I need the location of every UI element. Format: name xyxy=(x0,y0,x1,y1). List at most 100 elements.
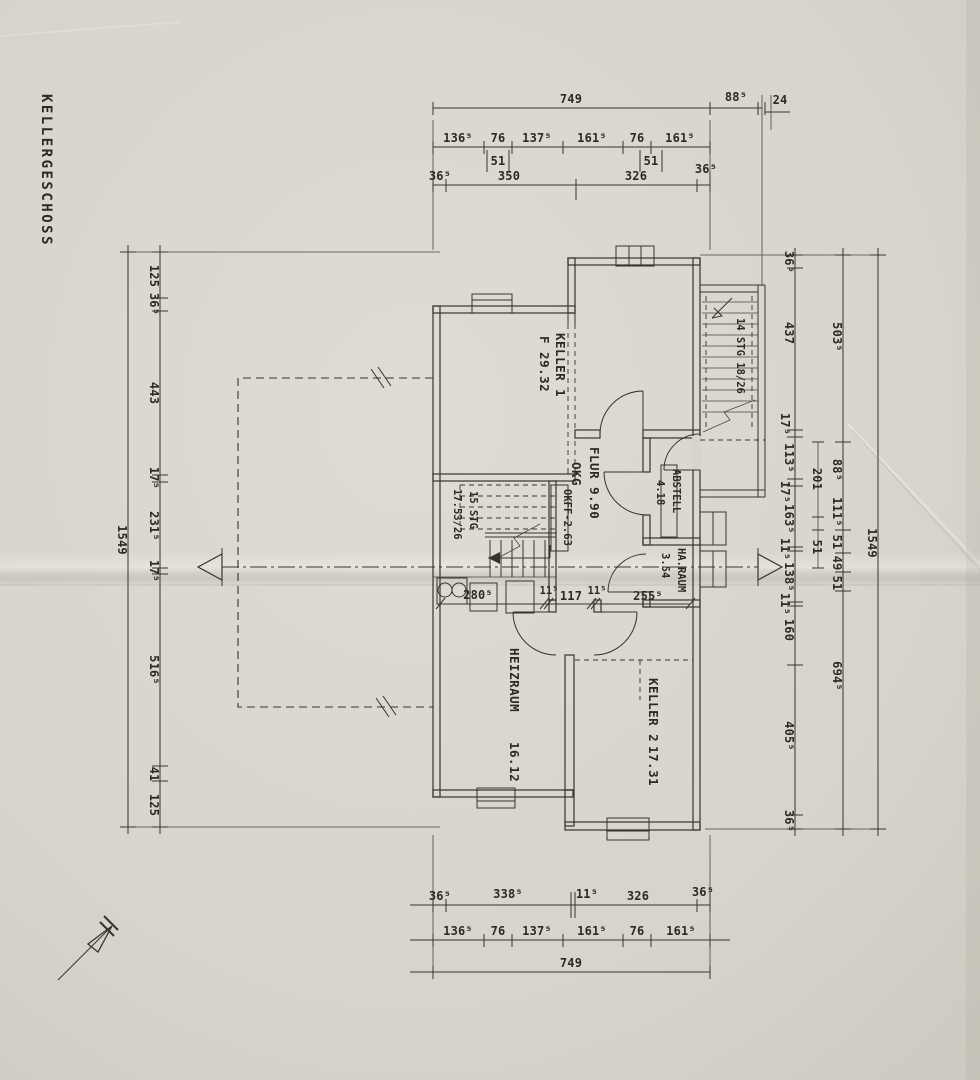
dim-label: 17⁵ xyxy=(147,467,161,489)
dim-label: 437 xyxy=(782,322,796,344)
dim-label: 17⁵ xyxy=(778,413,792,435)
dim-chain-bottom: 36⁵ 338⁵ 11⁵ 326 36⁵ 136⁵ 76 137⁵ 161⁵ 7… xyxy=(410,835,730,979)
room-labels: KELLER 1 F 29.32 FLUR 9.90 OKG OKFF-2.63… xyxy=(451,318,746,786)
exterior-stair-label: 14 STG 18/26 xyxy=(734,318,746,394)
abstell-box xyxy=(660,464,678,538)
dim-label: 137⁵ xyxy=(522,924,552,938)
boiler-1 xyxy=(469,582,498,612)
dim-label: 326 xyxy=(625,169,647,183)
dim-chain-left: 125 36⁵ 443 17⁵ 231⁵ 17⁵ 516⁵ 41 125 154… xyxy=(115,245,440,834)
dim-label: 11⁵ xyxy=(778,538,792,560)
dim-label: 36⁵ xyxy=(782,251,796,273)
room-label-flur: FLUR 9.90 xyxy=(587,447,602,519)
dim-label: 113⁵ xyxy=(782,443,796,473)
dim-label: 76 xyxy=(630,131,645,145)
dim-label: 161⁵ xyxy=(577,924,607,938)
dim-label: 111⁵ xyxy=(830,497,844,527)
doors xyxy=(512,390,701,656)
dim-label: 161⁵ xyxy=(666,924,696,938)
dim-label: 163⁵ xyxy=(782,504,796,534)
neighbor-house-dashed-outline xyxy=(237,366,433,718)
room-label-heizraum: HEIZRAUM xyxy=(507,648,522,712)
drawing-title: KELLERGESCHOSS xyxy=(38,94,54,247)
dim-label: 36⁵ xyxy=(782,810,796,832)
dim-label: 51 xyxy=(830,535,844,550)
room-area-keller1: F 29.32 xyxy=(537,336,552,392)
dim-label: 125 xyxy=(147,794,161,816)
room-area-abstell: 4.18 xyxy=(654,480,666,505)
exterior-stair xyxy=(700,284,766,498)
door-exterior-stair xyxy=(663,433,701,471)
dim-label: 161⁵ xyxy=(577,131,607,145)
dim-label: 11⁵ xyxy=(576,887,598,901)
dim-label: 51 xyxy=(644,154,659,168)
dim-label: 125 xyxy=(147,265,161,287)
window-top-left xyxy=(471,293,513,314)
stair-label-line2: 17.53/26 xyxy=(451,489,463,540)
dim-label: 1549 xyxy=(115,525,129,555)
dim-label: 51 xyxy=(810,540,824,555)
dim-label: 24 xyxy=(773,93,788,107)
window-bottom-left xyxy=(476,787,516,809)
dim-label: 136⁵ xyxy=(443,131,473,145)
dim-label: 17⁵ xyxy=(778,481,792,503)
wall-heizraum-keller2 xyxy=(564,654,575,791)
dim-label: 76 xyxy=(630,924,645,938)
dim-label: 17⁵ xyxy=(147,560,161,582)
windows xyxy=(471,245,727,841)
dim-label: 749 xyxy=(560,92,582,106)
dim-label: 36⁵ xyxy=(429,169,451,183)
dim-label: 51 xyxy=(491,154,506,168)
room-label-keller2: KELLER 2 xyxy=(646,678,661,742)
dim-label: 11⁵ xyxy=(588,585,607,597)
room-label-abstell: ABSTELL xyxy=(670,469,682,513)
dim-label: 88⁵ xyxy=(725,90,747,104)
chimney-top xyxy=(615,245,655,267)
room-label-haraum: HA.RAUM xyxy=(675,548,687,592)
dim-label: 280⁵ xyxy=(463,588,493,602)
room-label-okg: OKG xyxy=(569,462,584,486)
dim-label: 405⁵ xyxy=(782,721,796,751)
dim-label: 51 xyxy=(830,576,844,591)
dim-label: 326 xyxy=(627,889,649,903)
dim-label: 11⁵ xyxy=(540,585,559,597)
wall-dashed-divider xyxy=(567,313,576,474)
door-heizraum xyxy=(512,611,557,656)
interior-stair xyxy=(433,484,556,578)
dim-chain-top: 749 88⁵ 24 136⁵ 76 137⁵ 161⁵ 76 161⁵ 51 … xyxy=(429,90,790,286)
dim-label: 88⁵ xyxy=(830,459,844,481)
north-arrow-icon xyxy=(57,915,119,981)
door-haraum xyxy=(607,553,647,593)
room-area-heizraum: 16.12 xyxy=(507,742,522,782)
boiler-2 xyxy=(505,580,535,614)
dim-label: 255⁵ xyxy=(633,589,663,603)
dim-label: 137⁵ xyxy=(522,131,552,145)
dim-label: 201 xyxy=(810,468,824,490)
level-box xyxy=(550,484,569,552)
room-level-okff: OKFF-2.63 xyxy=(561,489,573,546)
dim-label: 117 xyxy=(560,589,582,603)
dim-label: 36⁵ xyxy=(692,885,714,899)
dim-label: 41 xyxy=(147,767,161,782)
dim-label: 338⁵ xyxy=(493,887,523,901)
dim-label: 36⁵ xyxy=(147,293,161,315)
dim-label: 694⁵ xyxy=(830,661,844,691)
wall-stair-north xyxy=(432,473,576,482)
dim-label: 160 xyxy=(782,619,796,641)
dim-label: 136⁵ xyxy=(443,924,473,938)
dim-label: 503⁵ xyxy=(830,322,844,352)
dim-label: 11⁵ xyxy=(778,593,792,615)
dim-label: 76 xyxy=(491,924,506,938)
room-label-keller1: KELLER 1 xyxy=(553,333,568,397)
dim-label: 138⁵ xyxy=(782,562,796,592)
exterior-stair-arrow xyxy=(711,307,724,319)
dim-label: 231⁵ xyxy=(147,511,161,541)
dim-label: 36⁵ xyxy=(695,162,717,176)
dim-label: 161⁵ xyxy=(665,131,695,145)
dim-label: 1549 xyxy=(865,528,879,558)
dim-chain-right: 36⁵ 437 17⁵ 113⁵ 17⁵ 163⁵ 11⁵ 138⁵ 11⁵ 1… xyxy=(700,248,886,836)
dim-label: 49 xyxy=(830,556,844,571)
